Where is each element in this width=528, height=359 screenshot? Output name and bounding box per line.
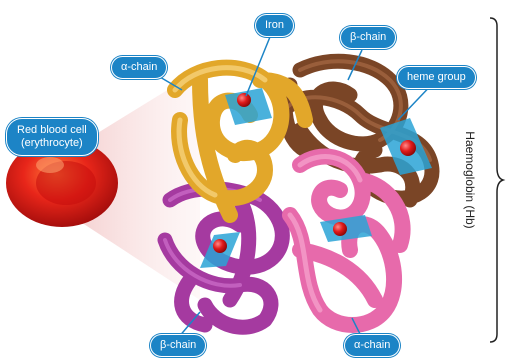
iron-label: Iron: [255, 14, 294, 37]
haemoglobin-label: Haemoglobin (Hb): [463, 115, 477, 245]
alpha-chain-top-label: α-chain: [111, 56, 167, 79]
red-blood-cell-label: Red blood cell (erythrocyte): [6, 118, 98, 156]
haemoglobin-bracket: [490, 18, 503, 342]
heme-group-label: heme group: [397, 66, 476, 89]
beta-chain-top-label: β-chain: [340, 26, 396, 49]
alpha-chain-bottom-subunit: [290, 157, 403, 325]
alpha-chain-bottom-label: α-chain: [344, 334, 400, 357]
beta-chain-bottom-label: β-chain: [150, 334, 206, 357]
